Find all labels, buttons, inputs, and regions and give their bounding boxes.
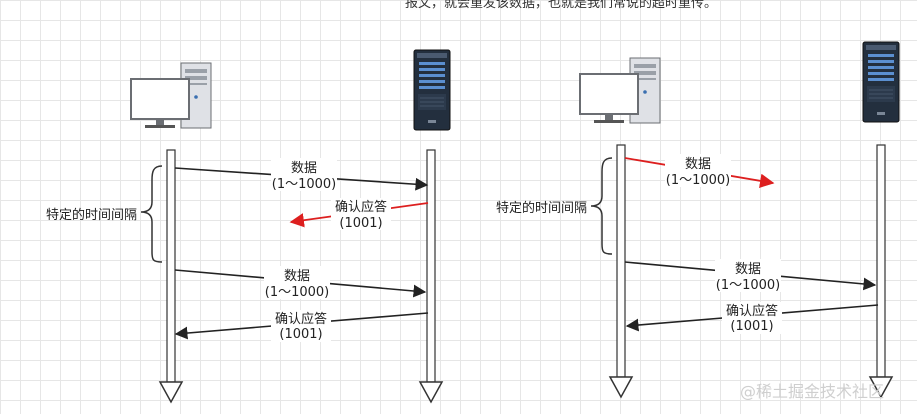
server-rack-icon (413, 49, 451, 131)
interval-brace (140, 165, 163, 263)
interval-label: 特定的时间间隔 (496, 200, 587, 216)
header-text: 报文，就会重发该数据，也就是我们常说的超时重传。 (405, 0, 718, 11)
resend-label-line2: (1～1000) (265, 285, 330, 300)
client-lifeline (609, 144, 633, 398)
ack2-label-line2: (1001) (730, 319, 773, 334)
server-lifeline (869, 144, 893, 398)
ack-label-bg (331, 198, 391, 230)
ack-label-line1: 确认应答 (335, 199, 387, 215)
client-lifeline (159, 149, 183, 403)
server-rack-icon (862, 41, 900, 123)
interval-brace (590, 157, 613, 255)
ack2-label-line2: (1001) (279, 327, 322, 342)
ack2-label-line1: 确认应答 (726, 303, 778, 319)
resend-label-bg (264, 266, 330, 299)
resend-label-line1: 数据 (284, 269, 310, 284)
resend-label-line1: 数据 (735, 262, 761, 277)
data-label-bg (665, 154, 731, 187)
ack2-label-bg (271, 310, 331, 342)
desktop-computer-icon (579, 57, 661, 124)
ack2-label-line1: 确认应答 (275, 311, 327, 327)
resend-label-bg (715, 259, 781, 292)
resend-label-line2: (1～1000) (716, 278, 781, 293)
data-label-line2: (1～1000) (666, 173, 731, 188)
desktop-computer-icon (130, 62, 212, 129)
server-lifeline (419, 149, 443, 403)
data-label-line1: 数据 (291, 161, 317, 176)
ack-label-line2: (1001) (339, 216, 382, 231)
data-label-bg (271, 158, 337, 191)
data-label-line2: (1～1000) (272, 177, 337, 192)
data-label-line1: 数据 (685, 157, 711, 172)
interval-label: 特定的时间间隔 (46, 207, 137, 223)
ack2-label-bg (722, 302, 782, 334)
watermark-text: @稀土掘金技术社区 (740, 382, 885, 401)
